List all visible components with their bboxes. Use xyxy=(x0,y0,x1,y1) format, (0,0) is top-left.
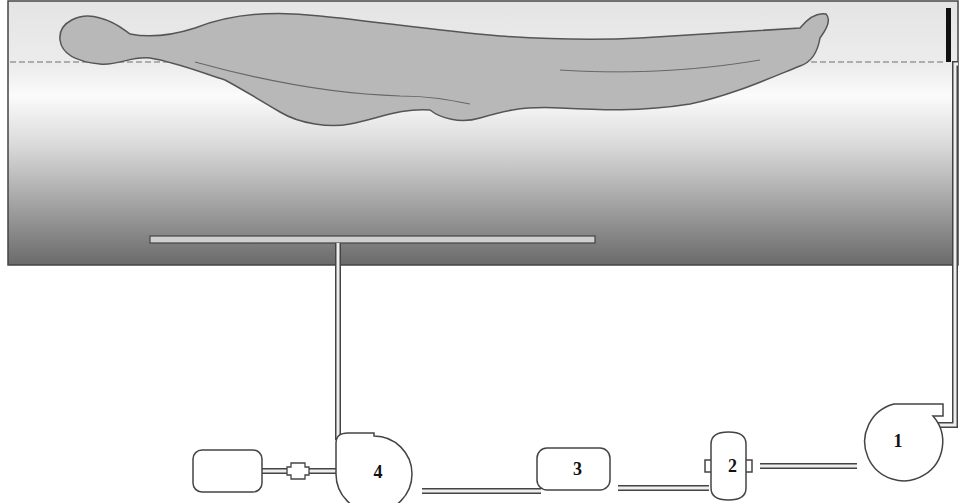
person-silhouette xyxy=(60,13,829,125)
pipe-fitting xyxy=(287,463,309,479)
bath-tank xyxy=(8,1,958,265)
pipe-connector xyxy=(422,491,541,492)
unit-2: 2 xyxy=(705,432,760,500)
pipe-wall xyxy=(760,463,857,469)
pump-1: 1 xyxy=(853,400,943,482)
air-distributor xyxy=(150,236,595,243)
person-leg-line xyxy=(560,60,760,72)
pipe-bore xyxy=(422,490,541,493)
person-arm xyxy=(195,62,470,104)
pipe-connector xyxy=(618,488,709,489)
supply-pipe xyxy=(335,243,341,440)
pipe-bore xyxy=(760,465,857,468)
return-pipe xyxy=(930,64,958,425)
pipe-connector xyxy=(760,466,857,467)
callout-number: 4 xyxy=(334,433,422,503)
callout-number: 1 xyxy=(853,400,943,482)
callout-number: 3 xyxy=(537,448,618,490)
pipe-wall xyxy=(422,488,541,494)
blower-4: 4 xyxy=(334,433,422,503)
component-outline xyxy=(865,404,943,481)
supply-pipe-bore xyxy=(337,243,340,440)
pipe-wall xyxy=(618,485,709,491)
unit-3: 3 xyxy=(537,448,618,490)
return-pipe-bore xyxy=(930,64,958,425)
overflow-outlet xyxy=(946,8,951,62)
intake-filter xyxy=(193,450,262,492)
pipe-bore xyxy=(618,487,709,490)
callout-number: 2 xyxy=(705,432,760,500)
